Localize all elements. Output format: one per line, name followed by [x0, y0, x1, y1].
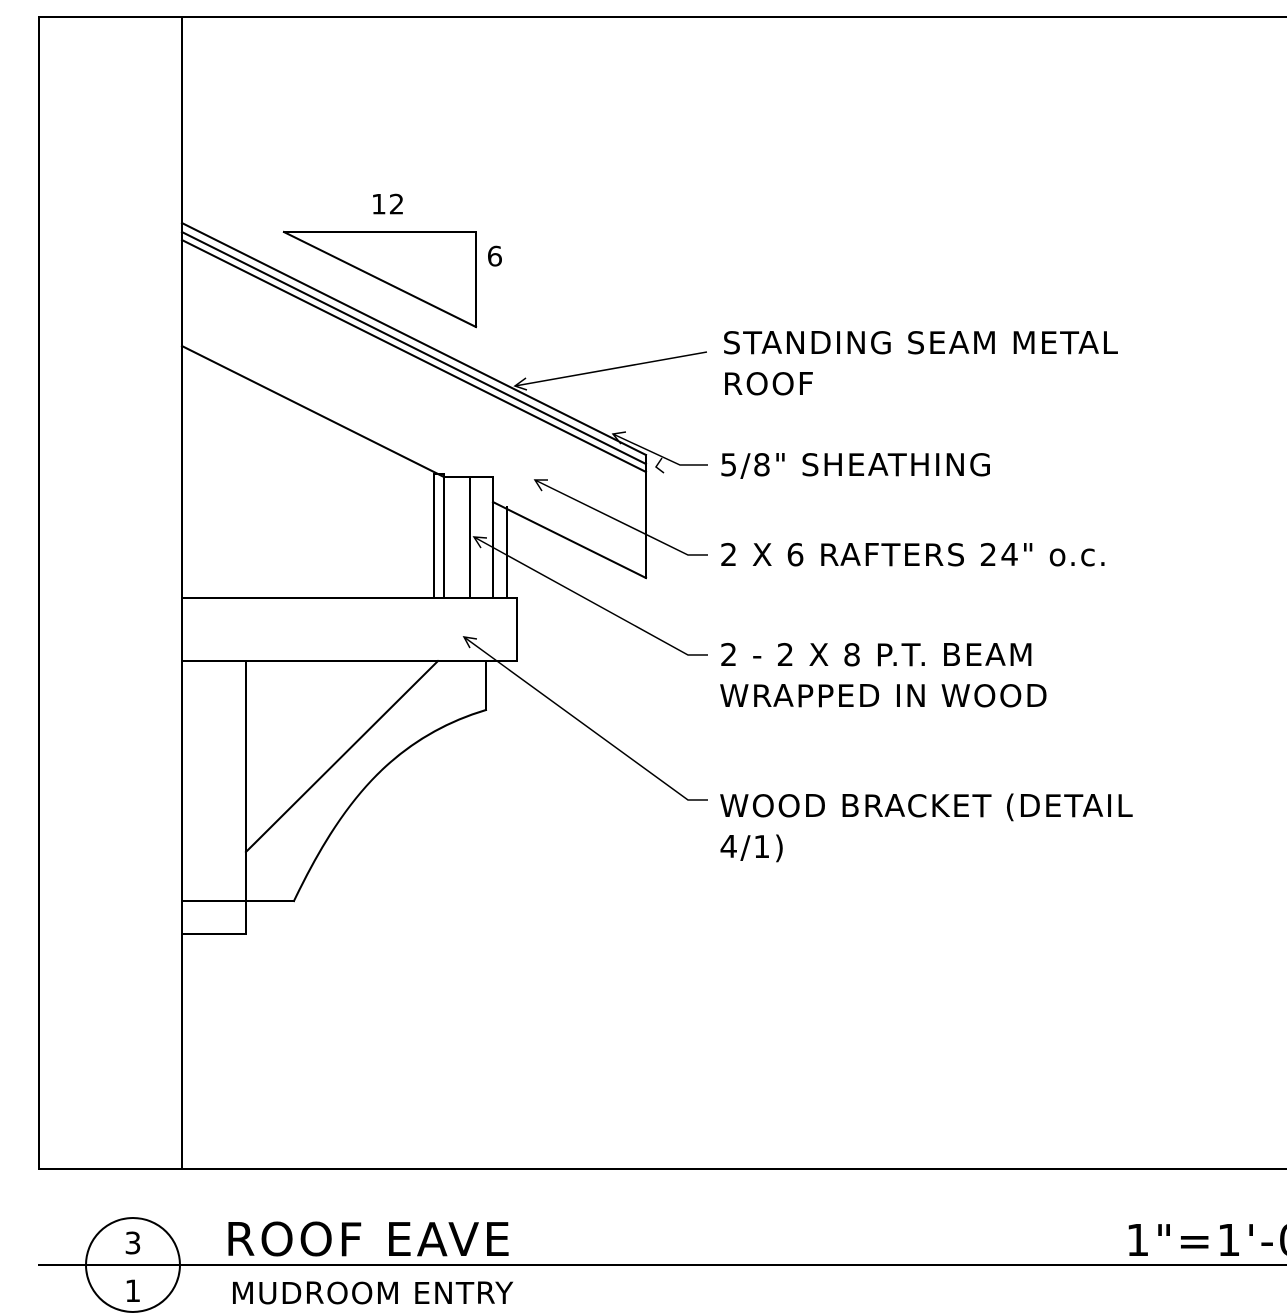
- leader-beam: [472, 536, 708, 656]
- rafter: [180, 344, 648, 580]
- leader-sheathing: [611, 431, 708, 474]
- wood-bracket: [181, 659, 488, 935]
- note-beam-line1: 2 - 2 X 8 P.T. BEAM: [719, 638, 1036, 674]
- note-roof-line2: ROOF: [722, 367, 816, 403]
- note-roof-line1: STANDING SEAM METAL: [722, 326, 1120, 362]
- sheet-number: 1: [123, 1275, 142, 1310]
- slope-run-label: 12: [370, 188, 406, 221]
- detail-number: 3: [123, 1227, 142, 1262]
- leader-bracket: [462, 636, 708, 801]
- detail-subtitle: MUDROOM ENTRY: [230, 1277, 514, 1312]
- leader-roof: [513, 351, 708, 391]
- drawing-frame: [38, 16, 1287, 1170]
- note-bracket-line2: 4/1): [719, 830, 787, 866]
- note-sheathing: 5/8" SHEATHING: [719, 448, 994, 484]
- drawing-scale: 1"=1'-0: [1124, 1216, 1287, 1267]
- sheathing: [180, 238, 648, 474]
- note-bracket-line1: WOOD BRACKET (DETAIL: [719, 789, 1134, 825]
- note-rafters: 2 X 6 RAFTERS 24" o.c.: [719, 538, 1109, 574]
- detail-bubble: [38, 1217, 1287, 1313]
- note-beam-line2: WRAPPED IN WOOD: [719, 679, 1050, 715]
- beam: [181, 597, 518, 662]
- detail-title: ROOF EAVE: [224, 1213, 515, 1267]
- slope-triangle: [282, 230, 478, 329]
- slope-rise-label: 6: [486, 240, 504, 273]
- leader-rafters: [533, 479, 708, 556]
- beam-wrap: [433, 473, 508, 599]
- standing-seam-metal-roof: [180, 221, 648, 466]
